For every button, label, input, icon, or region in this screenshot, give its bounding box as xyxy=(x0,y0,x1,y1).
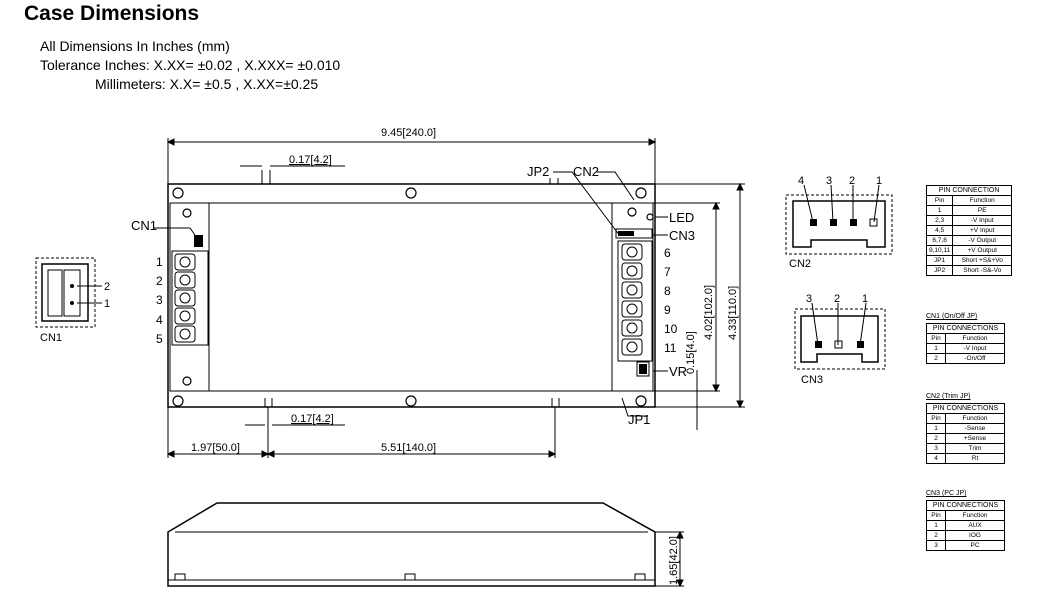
cn2-table-caption: CN2 (Trim JP) xyxy=(926,393,971,400)
table-row: 2-On/Off xyxy=(926,353,1005,364)
dim-hole-spacing: 5.51[140.0] xyxy=(381,442,436,454)
table-col-pin: Pin xyxy=(925,195,954,206)
cn2-detail-pin-4: 4 xyxy=(798,175,804,187)
label-cn3: CN3 xyxy=(669,228,695,243)
cn1-connector xyxy=(194,235,203,247)
cn2-detail-pin-2: 2 xyxy=(849,175,855,187)
dim-left-offset: 1.97[50.0] xyxy=(191,442,240,454)
cn2-detail-pin-1: 1 xyxy=(876,175,882,187)
terminal-left-1: 1 xyxy=(156,255,163,269)
terminal-right-7: 7 xyxy=(664,265,671,279)
right-terminal-block xyxy=(617,240,653,362)
table-header: PIN CONNECTIONS xyxy=(926,500,1005,511)
label-cn1: CN1 xyxy=(131,218,157,233)
mounting-screws xyxy=(172,187,654,407)
dim-slot-bottom: 0.17[4.2] xyxy=(291,413,334,425)
terminal-right-11: 11 xyxy=(664,341,677,355)
cn3-detail-label: CN3 xyxy=(801,374,823,386)
left-terminal-block xyxy=(171,250,209,346)
terminal-left-3: 3 xyxy=(156,293,163,307)
table-row: 2+Sense xyxy=(926,433,1005,444)
table-header: PIN CONNECTIONS xyxy=(926,323,1005,334)
dimension-units-note: All Dimensions In Inches (mm) xyxy=(40,38,230,54)
case-body-outline xyxy=(208,202,613,392)
cn3-detail-pin-1: 1 xyxy=(862,293,868,305)
cn2-detail-pin-3: 3 xyxy=(826,175,832,187)
terminal-right-6: 6 xyxy=(664,246,671,260)
table-row: 9,10,11+V Output xyxy=(925,245,1013,256)
cn2-detail-frame xyxy=(785,194,893,255)
tolerance-inches-note: Tolerance Inches: X.XX= ±0.02 , X.XXX= ±… xyxy=(40,57,341,73)
terminal-right-9: 9 xyxy=(664,303,671,317)
table-row: 2,3-V Input xyxy=(925,215,1013,226)
cn3-connector xyxy=(615,228,653,239)
terminal-left-2: 2 xyxy=(156,274,163,288)
label-vr: VR xyxy=(669,364,687,379)
cn1-detail-frame xyxy=(35,257,96,328)
label-jp2: JP2 xyxy=(527,164,549,179)
label-led: LED xyxy=(669,210,694,225)
terminal-left-5: 5 xyxy=(156,332,163,346)
table-col-function: Function xyxy=(952,195,1013,206)
tolerance-mm-note: Millimeters: X.X= ±0.5 , X.XX=±0.25 xyxy=(95,76,319,92)
slot-top-left xyxy=(261,170,271,184)
dim-slot-top: 0.17[4.2] xyxy=(289,154,332,166)
label-cn2: CN2 xyxy=(573,164,599,179)
cn3-detail-frame xyxy=(794,308,886,370)
table-row: 4,5+V Input xyxy=(925,225,1013,236)
dim-inner-height: 4.02[102.0] xyxy=(703,285,715,340)
vr-trimmer xyxy=(636,361,650,377)
dim-overall-length: 9.45[240.0] xyxy=(381,127,436,139)
label-jp1: JP1 xyxy=(628,412,650,427)
dim-case-height: 1.65[42.0] xyxy=(668,536,680,585)
table-row: 6,7,8-V Output xyxy=(925,235,1013,246)
cn3-table-caption: CN3 (PC JP) xyxy=(926,490,967,497)
cn1-detail-pin-2: 2 xyxy=(104,281,110,293)
cn3-detail-pin-2: 2 xyxy=(834,293,840,305)
page-title: Case Dimensions xyxy=(24,2,200,25)
table-row: 1-V Input xyxy=(926,343,1005,354)
cn2-detail-label: CN2 xyxy=(789,258,811,270)
table-row: 1-Sense xyxy=(926,423,1005,434)
dim-edge-offset: 0.15[4.0] xyxy=(685,331,697,374)
table-header: PIN CONNECTION xyxy=(925,185,1013,196)
dim-overall-height: 4.33[110.0] xyxy=(727,286,739,340)
terminal-left-4: 4 xyxy=(156,313,163,327)
left-terminal-panel xyxy=(169,202,210,392)
terminal-right-10: 10 xyxy=(664,322,678,336)
cn1-table-caption: CN1 (On/Off JP) xyxy=(926,313,978,320)
table-header: PIN CONNECTIONS xyxy=(926,403,1005,414)
cn3-detail-pin-3: 3 xyxy=(806,293,812,305)
terminal-right-8: 8 xyxy=(664,284,671,298)
cn1-detail-pin-1: 1 xyxy=(104,298,110,310)
cn1-detail-label: CN1 xyxy=(40,332,62,344)
case-flange-outline xyxy=(167,183,656,408)
